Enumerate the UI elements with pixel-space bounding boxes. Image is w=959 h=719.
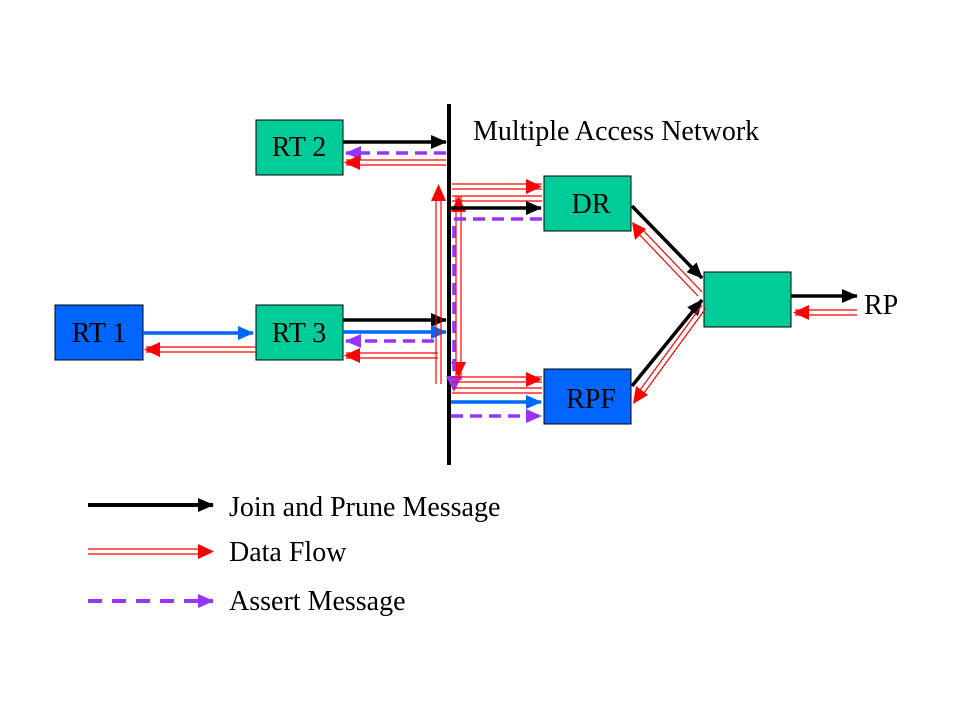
node-rt2-label: RT 2 (272, 132, 327, 163)
legend-data-flow-arrow (88, 544, 214, 559)
node-rt2[interactable]: RT 2 (255, 119, 344, 176)
node-router[interactable] (703, 271, 792, 328)
node-rt3-label: RT 3 (272, 318, 327, 349)
node-rpf[interactable]: RPF (543, 368, 632, 425)
node-rpf-label: RPF (566, 384, 616, 415)
router-to-dr-data-arrow (632, 222, 703, 297)
router-to-rpf-data-arrow (633, 304, 707, 404)
legend-assert-label: Assert Message (229, 586, 406, 617)
rp-label: RP (864, 290, 898, 321)
rpf-to-router-join-arrow (630, 298, 704, 388)
dr-to-router-join-arrow (630, 204, 704, 280)
node-dr-label: DR (572, 189, 611, 220)
legend: Join and Prune Message Data Flow Assert … (88, 492, 500, 617)
bus-to-dr-data-arrow-2 (452, 195, 542, 202)
legend-data-flow: Data Flow (88, 537, 347, 568)
network-label: Multiple Access Network (473, 116, 759, 147)
rt2-data-arrow (344, 155, 446, 170)
rt3-data-arrow (344, 348, 438, 363)
legend-join-prune-label: Join and Prune Message (229, 492, 500, 523)
node-dr[interactable]: DR (543, 175, 632, 232)
rp-to-router-data-arrow (793, 305, 857, 320)
node-rt3[interactable]: RT 3 (255, 304, 344, 361)
bus-data-flow-up (431, 184, 446, 384)
rt3-to-rt1-data-arrow (144, 342, 256, 357)
legend-join-prune: Join and Prune Message (88, 492, 500, 523)
node-rt1-label: RT 1 (72, 318, 127, 349)
dr-assert-arrow (446, 217, 542, 392)
bus-to-dr-data-arrow (452, 179, 542, 194)
legend-assert: Assert Message (88, 586, 406, 617)
bus-to-rpf-data-arrow (452, 372, 542, 387)
node-rt1[interactable]: RT 1 (54, 304, 144, 361)
legend-data-flow-label: Data Flow (229, 537, 347, 568)
bus-to-rpf-data-arrow-2 (452, 387, 542, 394)
